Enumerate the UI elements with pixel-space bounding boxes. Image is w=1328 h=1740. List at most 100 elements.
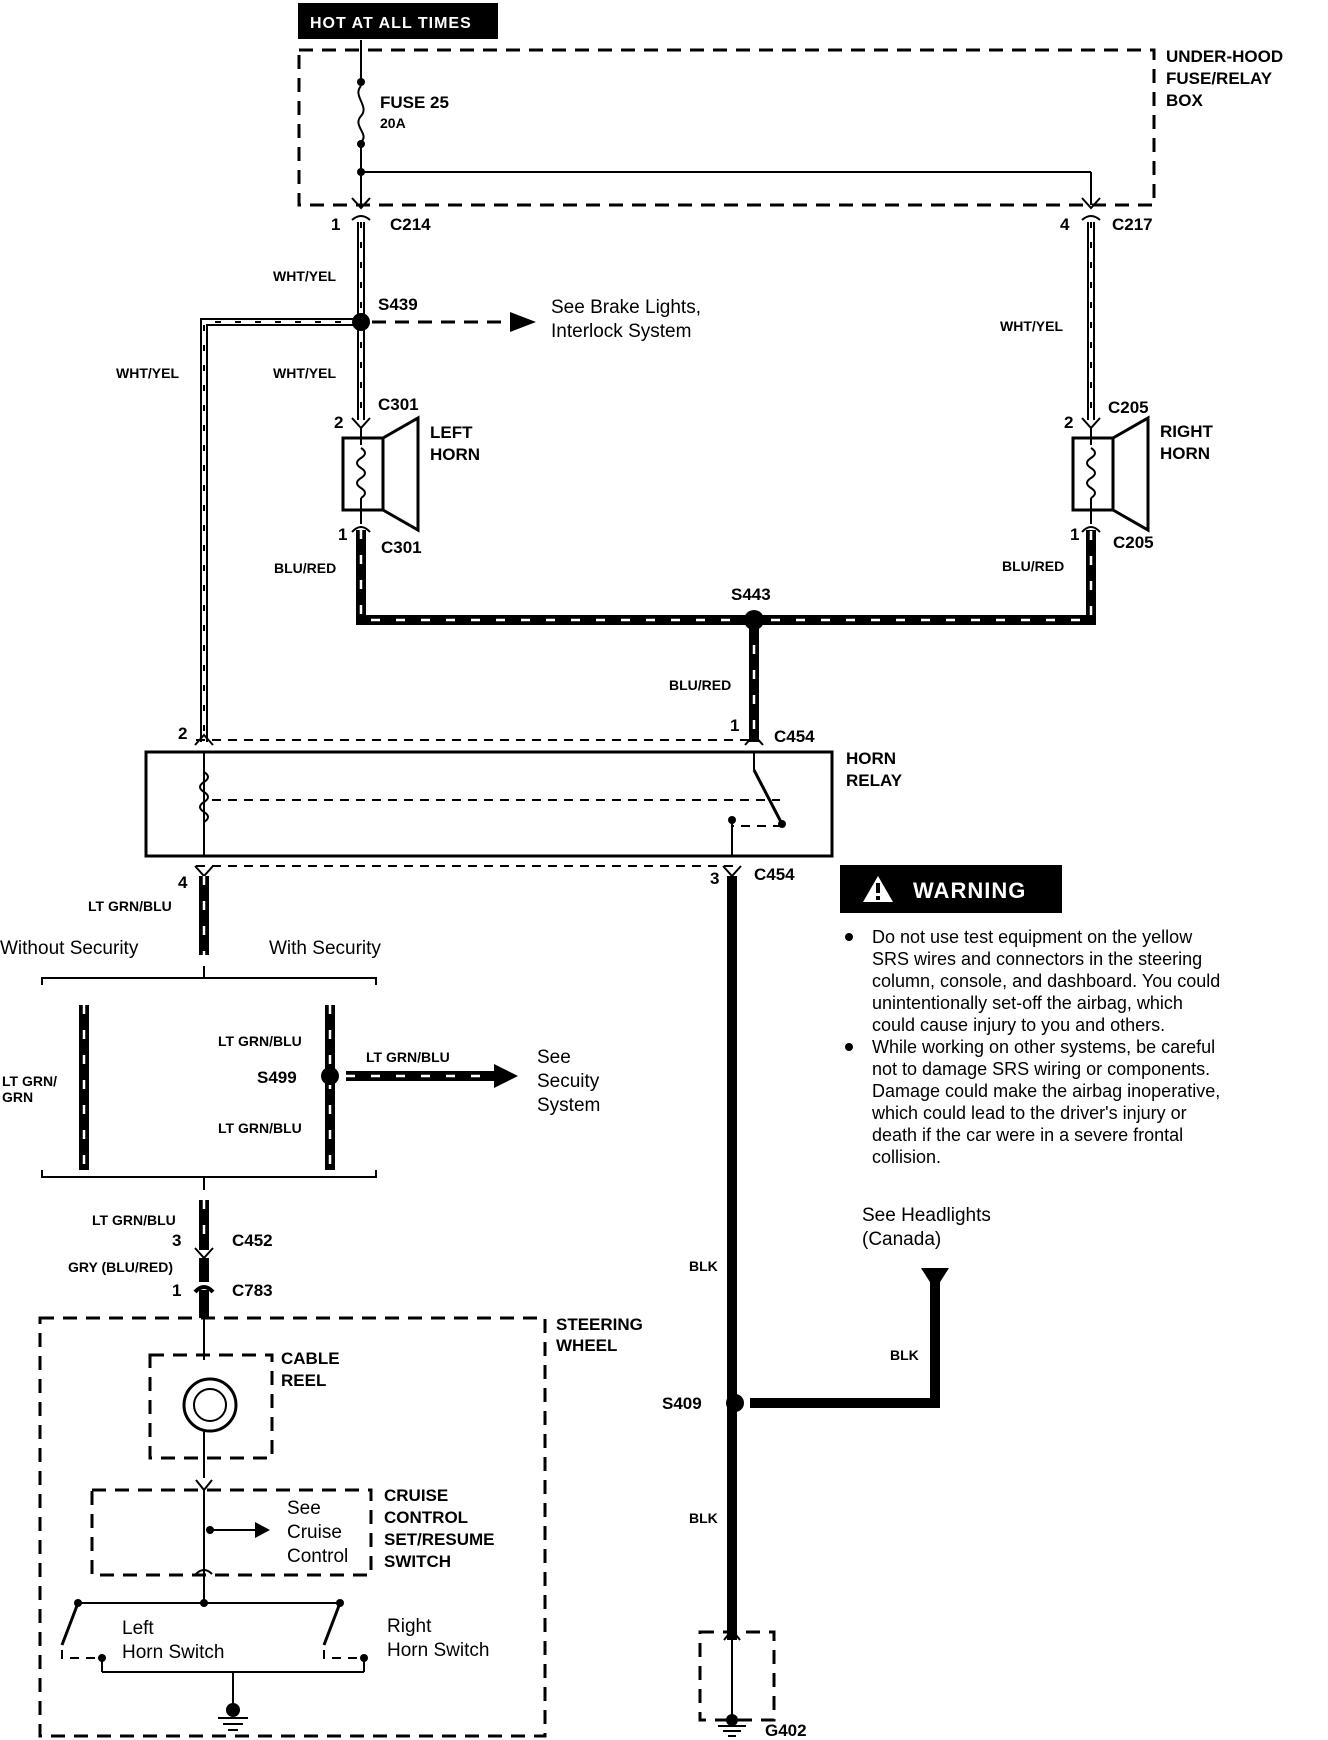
svg-text:LT GRN/BLU: LT GRN/BLU (88, 898, 172, 914)
svg-text:4: 4 (1060, 215, 1070, 234)
svg-text:C205: C205 (1113, 533, 1154, 552)
connector-c214: 1 C214 (331, 197, 431, 234)
svg-text:2: 2 (334, 413, 343, 432)
svg-text:2: 2 (1064, 413, 1073, 432)
svg-text:HORN: HORN (1160, 444, 1210, 463)
svg-text:LT GRN/BLU: LT GRN/BLU (218, 1120, 302, 1136)
splice-s409 (726, 1394, 744, 1412)
right-horn-switch-icon (322, 1602, 342, 1646)
ground-icon (218, 1717, 248, 1731)
svg-text:not to damage SRS wiring or co: not to damage SRS wiring or components. (872, 1059, 1210, 1079)
svg-text:STEERING: STEERING (556, 1315, 643, 1334)
svg-text:CABLE: CABLE (281, 1349, 340, 1368)
svg-text:Secuity: Secuity (537, 1071, 600, 1092)
horn-icon (1112, 415, 1150, 533)
fuse-box-label-1: UNDER-HOOD (1166, 47, 1283, 66)
svg-text:could cause injury to you and: could cause injury to you and others. (872, 1015, 1165, 1035)
cruise-control-switch (90, 1488, 373, 1577)
ground-icon (718, 1725, 746, 1737)
cable-reel-icon (182, 1377, 238, 1433)
lt-grn-blu-wires: LT GRN/BLU Without Security With Securit… (0, 876, 600, 1318)
wht-yel-wires: WHT/YEL WHT/YEL WHT/YEL WHT/YEL (116, 222, 1095, 742)
svg-text:C301: C301 (378, 395, 419, 414)
arrow-down-icon (921, 1268, 949, 1290)
arrow-right-icon (510, 312, 536, 332)
under-hood-fuse-relay-box: UNDER-HOOD FUSE/RELAY BOX FUSE 25 20A (297, 40, 1283, 207)
svg-text:SWITCH: SWITCH (384, 1552, 451, 1571)
svg-text:BLU/RED: BLU/RED (1002, 558, 1064, 574)
svg-text:which could lead to the driver: which could lead to the driver's injury … (871, 1103, 1187, 1123)
svg-text:S443: S443 (731, 585, 771, 604)
headlights-ref: See Headlights (862, 1205, 991, 1226)
svg-text:REEL: REEL (281, 1371, 326, 1390)
horn-icon (382, 415, 420, 533)
fuse-box-label-2: FUSE/RELAY (1166, 69, 1273, 88)
ground-g402-box (698, 1630, 776, 1722)
relay-coil-icon (199, 771, 209, 823)
svg-text:1: 1 (331, 215, 340, 234)
left-horn: C301 2 LEFT HORN 1 C301 (334, 395, 480, 557)
svg-text:RELAY: RELAY (846, 771, 903, 790)
fuse-box-label-3: BOX (1166, 91, 1204, 110)
svg-text:collision.: collision. (872, 1147, 941, 1167)
svg-text:C301: C301 (381, 538, 422, 557)
right-horn: C205 2 RIGHT HORN 1 C205 (1064, 398, 1214, 552)
svg-text:CONTROL: CONTROL (384, 1508, 468, 1527)
svg-text:WHEEL: WHEEL (556, 1336, 617, 1355)
svg-text:C783: C783 (232, 1281, 273, 1300)
svg-text:Do not use test equipment on t: Do not use test equipment on the yellow (872, 927, 1193, 947)
fuse-name: FUSE 25 (380, 93, 449, 112)
steering-wheel: STEERING WHEEL CABLE REEL See Cruise Con… (38, 1315, 643, 1738)
horn-relay: 2 1 C454 HORN RELAY 4 3 C454 (144, 716, 903, 892)
blk-wires: BLK S409 BLK See Headlights (Canada) BLK… (662, 876, 991, 1740)
svg-text:While working on other systems: While working on other systems, be caref… (872, 1037, 1215, 1057)
svg-text:BLK: BLK (890, 1347, 919, 1363)
svg-text:Horn Switch: Horn Switch (122, 1642, 224, 1663)
svg-text:LT GRN/: LT GRN/ (2, 1073, 57, 1089)
hot-at-all-times-header: HOT AT ALL TIMES (298, 3, 498, 39)
security-ref: See (537, 1047, 571, 1068)
left-horn-switch-icon (60, 1602, 80, 1646)
splice-s499 (321, 1067, 339, 1085)
fuse-25-icon (357, 85, 365, 143)
svg-text:Interlock System: Interlock System (551, 321, 691, 342)
svg-text:WHT/YEL: WHT/YEL (1000, 318, 1063, 334)
svg-text:1: 1 (338, 525, 347, 544)
svg-text:WHT/YEL: WHT/YEL (273, 365, 336, 381)
svg-text:2: 2 (178, 724, 187, 743)
svg-text:Control: Control (287, 1546, 348, 1567)
warning-block: WARNING Do not use test equipment on the… (840, 865, 1220, 1167)
svg-text:unintentionally set-off the ai: unintentionally set-off the airbag, whic… (872, 993, 1183, 1013)
svg-text:CRUISE: CRUISE (384, 1486, 448, 1505)
fuse-rating: 20A (380, 115, 406, 131)
svg-text:C205: C205 (1108, 398, 1149, 417)
svg-text:Horn Switch: Horn Switch (387, 1640, 489, 1661)
svg-text:1: 1 (1070, 525, 1079, 544)
blu-red-wires: S443 BLU/RED BLU/RED BLU/RED (274, 530, 1096, 742)
svg-text:(Canada): (Canada) (862, 1229, 941, 1250)
svg-text:HORN: HORN (430, 445, 480, 464)
svg-text:See: See (287, 1498, 321, 1519)
relay-contact-icon (752, 769, 784, 825)
svg-text:BLU/RED: BLU/RED (669, 677, 731, 693)
svg-text:BLK: BLK (689, 1510, 718, 1526)
svg-text:Right: Right (387, 1616, 432, 1637)
cable-reel (148, 1353, 274, 1460)
svg-text:C217: C217 (1112, 215, 1153, 234)
arrow-right-icon (494, 1064, 518, 1088)
splice-s439: S439 See Brake Lights, Interlock System (352, 295, 701, 342)
arrow-right-icon (255, 1522, 270, 1538)
svg-text:3: 3 (172, 1231, 181, 1250)
svg-text:BLU/RED: BLU/RED (274, 560, 336, 576)
svg-text:death if the car were in a sev: death if the car were in a severe fronta… (872, 1125, 1183, 1145)
svg-text:3: 3 (710, 869, 719, 888)
connector-c217: 4 C217 (1060, 197, 1153, 234)
svg-text:C452: C452 (232, 1231, 273, 1250)
svg-text:4: 4 (178, 873, 188, 892)
svg-text:WARNING: WARNING (913, 878, 1026, 903)
svg-text:SRS wires and connectors in th: SRS wires and connectors in the steering (872, 949, 1202, 969)
svg-text:1: 1 (172, 1281, 181, 1300)
svg-text:LT GRN/BLU: LT GRN/BLU (92, 1212, 176, 1228)
svg-text:C454: C454 (774, 727, 815, 746)
